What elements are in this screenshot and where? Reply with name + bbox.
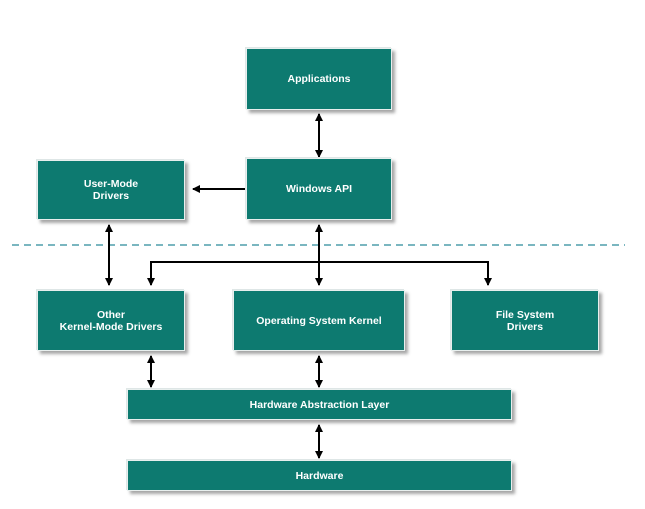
windows-api-label: Windows API bbox=[285, 183, 352, 195]
user-mode-drivers-box: User-Mode Drivers bbox=[37, 160, 185, 220]
hardware-box: Hardware bbox=[127, 460, 512, 491]
os-kernel-label: Operating System Kernel bbox=[256, 314, 382, 327]
hal-label: Hardware Abstraction Layer bbox=[249, 398, 390, 411]
applications-label: Applications bbox=[287, 73, 351, 85]
hal-box: Hardware Abstraction Layer bbox=[127, 389, 512, 420]
applications-box: Applications bbox=[246, 48, 392, 110]
windows-api-box: Windows API bbox=[246, 158, 392, 220]
file-system-drivers-label: File System Drivers bbox=[495, 308, 555, 333]
user-mode-drivers-label: User-Mode Drivers bbox=[83, 178, 139, 202]
hardware-label: Hardware bbox=[295, 469, 344, 482]
other-kernel-mode-drivers-label: Other Kernel-Mode Drivers bbox=[59, 308, 163, 333]
os-kernel-box: Operating System Kernel bbox=[233, 290, 405, 351]
file-system-drivers-box: File System Drivers bbox=[451, 290, 599, 351]
other-kernel-mode-drivers-box: Other Kernel-Mode Drivers bbox=[37, 290, 185, 351]
